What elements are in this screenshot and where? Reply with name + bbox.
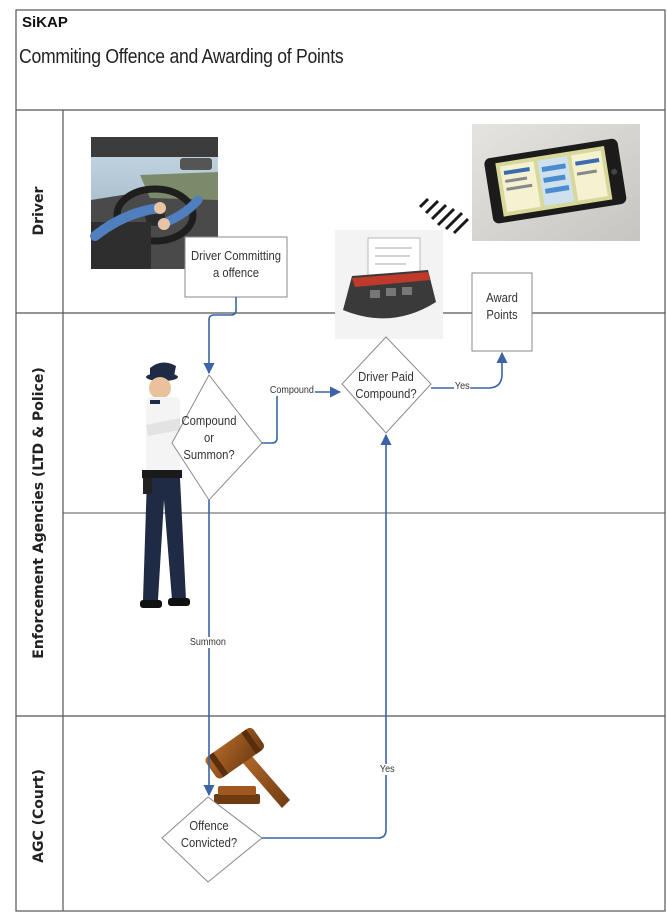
edge-yes-convicted (262, 433, 392, 839)
diagram-title: Commiting Offence and Awarding of Points (19, 46, 344, 68)
node-text-compound-or-summon: Compound or Summon? (181, 414, 237, 462)
node-offence-convicted (161, 796, 263, 883)
edge-label-summon: Summon (189, 637, 227, 648)
lane-grid (15, 9, 666, 912)
node-award-points (471, 272, 533, 352)
edge-label-yes-convicted: Yes (379, 764, 396, 775)
node-text-driver-paid: Driver Paid Compound? (355, 370, 417, 401)
process-nodes (161, 236, 533, 883)
judge-gavel-icon (205, 727, 290, 808)
police-officer-icon (140, 362, 190, 608)
lane-label-court: AGC (Court) (31, 769, 47, 863)
lane-label-driver: Driver (31, 186, 47, 236)
card-reader-photo (335, 230, 443, 339)
node-text-driver-committing: Driver Committing a offence (190, 249, 281, 280)
edge-yes-paid (431, 351, 508, 389)
app-name: SiKAP (22, 14, 68, 31)
edge-label-yes-paid: Yes (454, 381, 471, 392)
node-driver-committing (184, 236, 288, 298)
node-text-offence-convicted: Offence Convicted? (180, 819, 238, 850)
node-driver-paid (341, 336, 432, 434)
edge-driver-to-decision (203, 297, 237, 375)
edge-label-compound: Compound (269, 385, 315, 396)
tablet-photo (472, 124, 640, 241)
lane-label-enforcement: Enforcement Agencies (LTD & Police) (31, 367, 47, 659)
node-text-award-points: Award Points (486, 291, 518, 322)
edge-compound (262, 386, 342, 444)
motion-stripes (418, 197, 470, 235)
